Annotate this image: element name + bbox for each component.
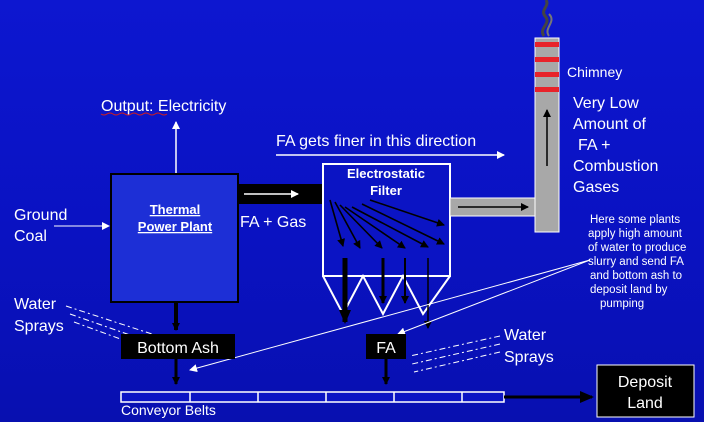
- smoke-icon-2: [546, 13, 553, 37]
- chimney-note-4: Combustion: [573, 158, 658, 175]
- spellcheck-underline: [100, 112, 168, 116]
- svg-text:pumping: pumping: [600, 298, 644, 310]
- output-label: Output: Electricity: [101, 98, 226, 115]
- slurry-note: Here some plants apply high amount of wa…: [588, 214, 686, 310]
- chimney-band: [535, 42, 559, 47]
- filter-label: Electrostatic: [347, 166, 425, 181]
- deposit-label-2: Land: [627, 395, 663, 412]
- bottom-ash-label: Bottom Ash: [137, 340, 219, 357]
- deposit-land-box: [596, 364, 695, 418]
- svg-text:apply high amount: apply high amount: [588, 228, 683, 240]
- filter-label-2: Filter: [370, 183, 402, 198]
- conveyor-belt: [120, 391, 505, 403]
- chimney-label: Chimney: [567, 64, 622, 80]
- filter-hoppers: [322, 273, 451, 317]
- fa-box: [366, 334, 406, 359]
- plant-label-2: Power Plant: [138, 219, 213, 234]
- chimney-note-1: Very Low: [573, 95, 639, 112]
- chimney-band: [535, 72, 559, 77]
- conveyor-label: Conveyor Belts: [121, 402, 216, 418]
- slurry-pointer-bottom-ash: [189, 259, 591, 373]
- svg-text:of water to produce: of water to produce: [588, 242, 686, 254]
- plant-label: Thermal: [150, 202, 201, 217]
- chimney-band: [535, 57, 559, 62]
- fa-finer-label: FA gets finer in this direction: [276, 133, 476, 150]
- ground-coal-label-2: Coal: [14, 228, 47, 245]
- svg-text:and bottom ash to: and bottom ash to: [590, 270, 682, 282]
- bottom-ash-box: [121, 334, 235, 359]
- water-sprays-left-2: Sprays: [14, 318, 64, 335]
- water-sprays-right-2: Sprays: [504, 349, 554, 366]
- ground-coal-label: Ground: [14, 207, 67, 224]
- svg-text:Here some plants: Here some plants: [590, 214, 680, 226]
- smoke-icon: [541, 0, 549, 37]
- water-sprays-left: Water: [14, 296, 57, 313]
- deposit-label: Deposit: [618, 374, 673, 391]
- chimney-note-3: FA +: [578, 137, 610, 154]
- particle-trajectories: [329, 199, 445, 249]
- svg-text:deposit land by: deposit land by: [590, 284, 668, 296]
- conveyor-segments: [189, 392, 463, 402]
- chimney-note-5: Gases: [573, 179, 619, 196]
- thermal-power-plant-box: [110, 173, 239, 303]
- fa-gas-label: FA + Gas: [240, 214, 306, 231]
- svg-text:slurry and send FA: slurry and send FA: [588, 256, 684, 268]
- slurry-pointer-fa: [397, 259, 591, 336]
- water-sprays-right: Water: [504, 327, 547, 344]
- chimney-band: [535, 87, 559, 92]
- water-spray-lines-right: [409, 335, 501, 373]
- chimney-note-2: Amount of: [573, 116, 646, 133]
- fa-label: FA: [376, 340, 396, 357]
